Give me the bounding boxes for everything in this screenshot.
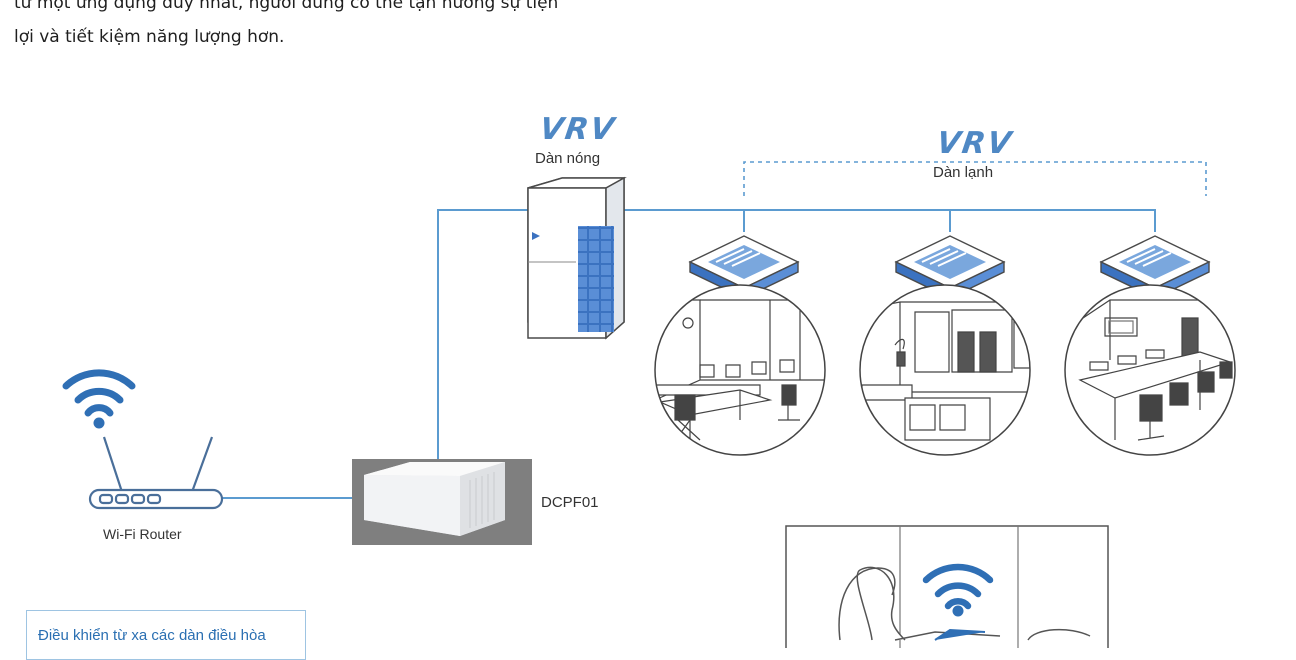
dcpf01-adapter — [352, 459, 532, 545]
intro-line-2: lợi và tiết kiệm năng lượng hơn. — [14, 27, 285, 47]
connection-lines — [222, 209, 1156, 499]
adapter-label: DCPF01 — [541, 494, 599, 511]
intro-text: từ một ứng dụng duy nhất, người dùng có … — [14, 0, 614, 54]
remote-control-label: Điều khiển từ xa các dàn điều hòa — [38, 627, 266, 644]
indoor-group-bracket — [743, 161, 1207, 196]
meeting-room-illustration — [1064, 284, 1236, 456]
outdoor-unit-label: Dàn nóng — [535, 150, 601, 167]
remote-control-box: Điều khiển từ xa các dàn điều hòa — [26, 610, 306, 660]
adapter-to-outdoor-line — [437, 209, 528, 462]
laptop-user-icon — [785, 525, 1109, 648]
outdoor-brand-logo: VRV — [537, 112, 619, 147]
wifi-dot — [93, 417, 105, 429]
intro-line-1: từ một ứng dụng duy nhất, người dùng có … — [14, 0, 559, 13]
router-label: Wi-Fi Router — [103, 526, 182, 542]
lobby-room-illustration — [859, 284, 1031, 456]
indoor-unit-label: Dàn lạnh — [933, 164, 994, 181]
router-icon — [88, 436, 224, 510]
wifi-icon — [62, 369, 136, 417]
outdoor-unit-icon — [527, 176, 627, 340]
office-room-illustration — [654, 284, 826, 456]
indoor-brand-logo: VRV — [934, 126, 1016, 161]
outdoor-to-indoor-line — [622, 209, 1156, 232]
